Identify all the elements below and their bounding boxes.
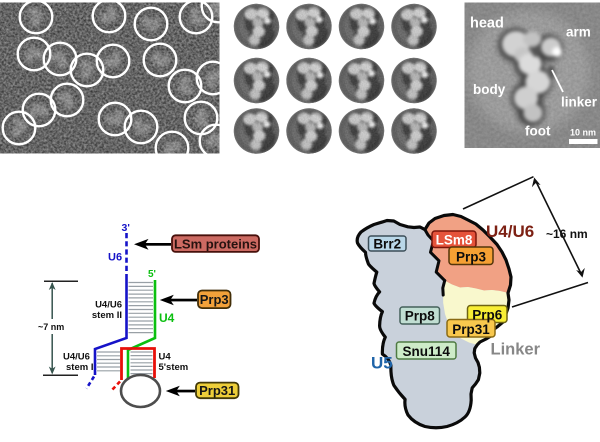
svg-text:U4/U6: U4/U6 [486, 222, 534, 241]
svg-text:10 nm: 10 nm [570, 128, 596, 138]
svg-text:5'stem: 5'stem [159, 362, 189, 373]
svg-text:U4: U4 [159, 352, 172, 363]
svg-text:Brr2: Brr2 [373, 236, 401, 251]
svg-text:~7 nm: ~7 nm [38, 322, 64, 332]
svg-text:LSm8: LSm8 [436, 233, 473, 248]
svg-text:Prp3: Prp3 [456, 250, 487, 265]
svg-text:5': 5' [148, 269, 156, 280]
svg-text:Linker: Linker [491, 341, 541, 359]
svg-text:U4/U6: U4/U6 [63, 352, 90, 363]
svg-text:arm: arm [566, 25, 591, 40]
svg-text:Prp31: Prp31 [452, 322, 490, 337]
svg-text:Prp6: Prp6 [472, 308, 503, 323]
svg-text:~16 nm: ~16 nm [546, 227, 588, 241]
svg-text:foot: foot [525, 124, 551, 139]
svg-text:linker: linker [561, 95, 598, 110]
svg-text:U4: U4 [159, 311, 175, 325]
svg-text:Prp31: Prp31 [199, 383, 235, 398]
svg-text:U6: U6 [108, 252, 122, 264]
svg-text:head: head [470, 16, 504, 32]
svg-text:Prp3: Prp3 [200, 292, 229, 307]
svg-text:Snu114: Snu114 [403, 344, 451, 359]
svg-text:stem I: stem I [66, 362, 93, 373]
svg-text:U4/U6: U4/U6 [95, 300, 122, 311]
svg-text:body: body [473, 82, 506, 97]
svg-text:stem II: stem II [92, 310, 122, 321]
svg-text:U5: U5 [371, 354, 393, 373]
svg-text:LSm proteins: LSm proteins [174, 236, 257, 251]
svg-text:3': 3' [122, 222, 130, 234]
svg-text:Prp8: Prp8 [405, 309, 436, 324]
